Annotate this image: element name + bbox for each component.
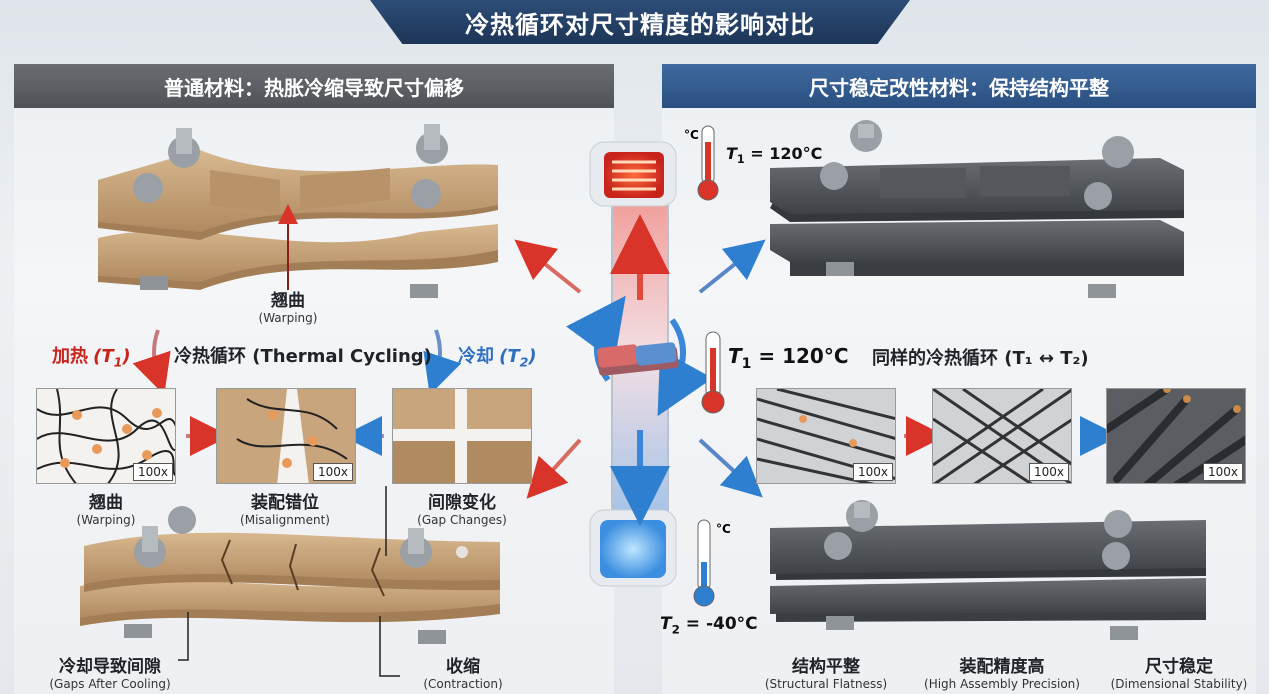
contraction-label: 收缩 (Contraction) — [408, 652, 518, 691]
thumb-cn-l1: 翘曲 — [89, 493, 123, 513]
temp-bottom-sym: T — [660, 614, 672, 634]
precision-en: (High Assembly Precision) — [924, 677, 1080, 691]
misalign-art — [217, 389, 355, 483]
thumb-polymer-warping: 100x — [36, 388, 176, 484]
deg-c-top: °C — [684, 128, 699, 142]
thumb-mag-r3: 100x — [1202, 463, 1243, 481]
precision-cn: 装配精度高 — [959, 657, 1045, 677]
temp-mid-sym: T — [728, 344, 742, 368]
thermometer-cold — [693, 519, 715, 607]
warped-plate-top — [98, 124, 498, 298]
right-header-text: 尺寸稳定改性材料：保持结构平整 — [809, 75, 1109, 100]
cracked-plate-bottom — [80, 486, 500, 677]
flatness-en: (Structural Flatness) — [764, 677, 888, 691]
gap-art — [393, 389, 531, 483]
page-title: 冷热循环对尺寸精度的影响对比 — [465, 10, 815, 39]
fiber-art-3 — [1107, 389, 1245, 483]
stability-cn: 尺寸稳定 — [1145, 657, 1213, 677]
thumb-mag-r2: 100x — [1028, 463, 1069, 481]
left-header-text: 普通材料：热胀冷缩导致尺寸偏移 — [164, 75, 464, 100]
warp-top-en: (Warping) — [258, 311, 318, 325]
thumb-fiber-3: 100x — [1106, 388, 1246, 484]
thumb-en-l1: (Warping) — [76, 513, 136, 527]
heat-sub: 1 — [113, 354, 123, 370]
heat-label: 加热 (T1) — [52, 346, 131, 370]
thermal-loop — [514, 141, 766, 587]
cycle-label: 冷热循环 (Thermal Cycling) — [174, 346, 432, 367]
cool-text: 冷却 — [458, 346, 494, 367]
temp-mid-val: = 120°C — [751, 344, 849, 368]
gaps-en: (Gaps After Cooling) — [49, 677, 171, 691]
stability-label: 尺寸稳定 (Dimensional Stability) — [1104, 652, 1254, 691]
temp-top-val: = 120°C — [744, 144, 823, 163]
temp-bottom: T2 = -40°C — [660, 614, 758, 636]
thumb-label-l1: 翘曲 (Warping) — [36, 488, 176, 527]
thumb-mag-l1: 100x — [132, 463, 173, 481]
precision-label: 装配精度高 (High Assembly Precision) — [912, 652, 1092, 691]
cool-sub: 2 — [519, 354, 529, 370]
temp-mid: T1 = 120°C — [728, 344, 849, 372]
title-banner: 冷热循环对尺寸精度的影响对比 — [370, 0, 910, 44]
stability-en: (Dimensional Stability) — [1110, 677, 1248, 691]
cool-sym: T — [507, 346, 520, 367]
right-panel-header: 尺寸稳定改性材料：保持结构平整 — [662, 64, 1256, 108]
left-panel-header: 普通材料：热胀冷缩导致尺寸偏移 — [14, 64, 614, 108]
thumb-fiber-2: 100x — [932, 388, 1072, 484]
temp-top-sub: 1 — [736, 153, 745, 167]
same-cycle-label: 同样的冷热循环 (T₁ ↔ T₂) — [872, 348, 1089, 369]
thermometer-hot-top — [697, 125, 719, 201]
thumb-label-l3: 间隙变化 (Gap Changes) — [392, 488, 532, 527]
gaps-after-cooling-label: 冷却导致间隙 (Gaps After Cooling) — [30, 652, 190, 691]
thumb-cn-l3: 间隙变化 — [428, 493, 496, 513]
thumb-en-l2: (Misalignment) — [240, 513, 330, 527]
contraction-cn: 收缩 — [446, 657, 480, 677]
thumb-mag-r1: 100x — [852, 463, 893, 481]
polymer-chains — [37, 389, 175, 483]
steel-plate-bottom — [770, 500, 1206, 640]
steel-plate-top — [770, 120, 1184, 298]
cool-label: 冷却 (T2) — [458, 346, 537, 370]
flatness-label: 结构平整 (Structural Flatness) — [756, 652, 896, 691]
temp-top: T1 = 120°C — [726, 144, 822, 166]
heat-text: 加热 — [52, 346, 88, 367]
cycle-arrows-left — [132, 329, 462, 395]
thumb-cn-l2: 装配错位 — [251, 493, 319, 513]
thumb-fiber-1: 100x — [756, 388, 896, 484]
deg-c-bottom: °C — [716, 522, 731, 536]
gaps-cn: 冷却导致间隙 — [59, 657, 161, 677]
thumb-misalignment: 100x — [216, 388, 356, 484]
thumb-en-l3: (Gap Changes) — [417, 513, 507, 527]
temp-top-sym: T — [726, 144, 737, 163]
flatness-cn: 结构平整 — [792, 657, 860, 677]
contraction-en: (Contraction) — [423, 677, 503, 691]
thumb-gap-changes — [392, 388, 532, 484]
temp-bottom-val: = -40°C — [679, 614, 758, 634]
temp-mid-sub: 1 — [741, 356, 752, 372]
thumb-mag-l2: 100x — [312, 463, 353, 481]
temp-bottom-sub: 2 — [671, 622, 680, 637]
warp-top-cn: 翘曲 — [271, 291, 305, 311]
thumb-label-l2: 装配错位 (Misalignment) — [210, 488, 360, 527]
heat-sym: T — [101, 346, 114, 367]
warp-top-label: 翘曲 (Warping) — [240, 286, 336, 325]
thermometer-hot-mid — [701, 331, 725, 414]
